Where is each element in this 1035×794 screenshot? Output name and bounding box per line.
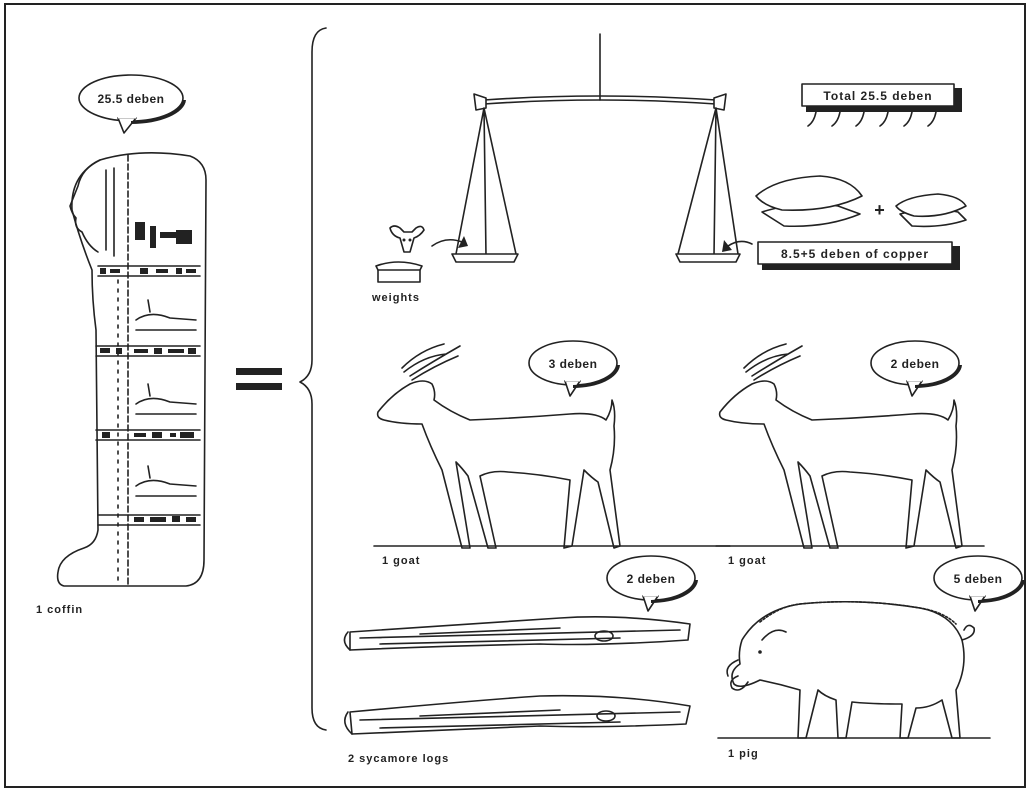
logs-price-bubble: 2 deben <box>607 556 698 611</box>
coffin-price: 25.5 deben <box>97 92 164 106</box>
goat-1-price: 3 deben <box>549 357 598 371</box>
sycamore-log-2 <box>345 696 690 734</box>
pig-label: 1 pig <box>728 748 759 760</box>
weight-block-icon <box>376 262 422 282</box>
goat-1-label: 1 goat <box>382 555 420 567</box>
goat-1-price-bubble: 3 deben <box>529 341 620 396</box>
total-box: Total 25.5 deben <box>802 84 962 126</box>
goat-2-price: 2 deben <box>891 357 940 371</box>
logs-price: 2 deben <box>627 572 676 586</box>
copper-text: 8.5+5 deben of copper <box>781 247 929 261</box>
pig-price: 5 deben <box>954 572 1003 586</box>
pig-price-bubble: 5 deben <box>934 556 1025 611</box>
coffin-illustration <box>58 153 206 586</box>
plus-sign: + <box>874 200 886 220</box>
pig-illustration <box>718 602 990 738</box>
copper-box: 8.5+5 deben of copper <box>758 242 960 270</box>
goat-2-price-bubble: 2 deben <box>871 341 962 396</box>
ox-head-icon <box>390 226 424 252</box>
goat-2-label: 1 goat <box>728 555 766 567</box>
weights-label: weights <box>371 292 420 304</box>
coffin-price-bubble: 25.5 deben <box>79 75 186 133</box>
balance-scale <box>432 34 752 262</box>
equals-sign <box>236 368 282 390</box>
brace <box>300 28 326 730</box>
copper-ingot-large-icon <box>756 176 862 226</box>
copper-ingot-small-icon <box>896 194 966 226</box>
coffin-label: 1 coffin <box>36 604 83 616</box>
logs-label: 2 sycamore logs <box>348 753 449 765</box>
total-text: Total 25.5 deben <box>823 89 932 103</box>
sycamore-log-1 <box>344 617 690 650</box>
